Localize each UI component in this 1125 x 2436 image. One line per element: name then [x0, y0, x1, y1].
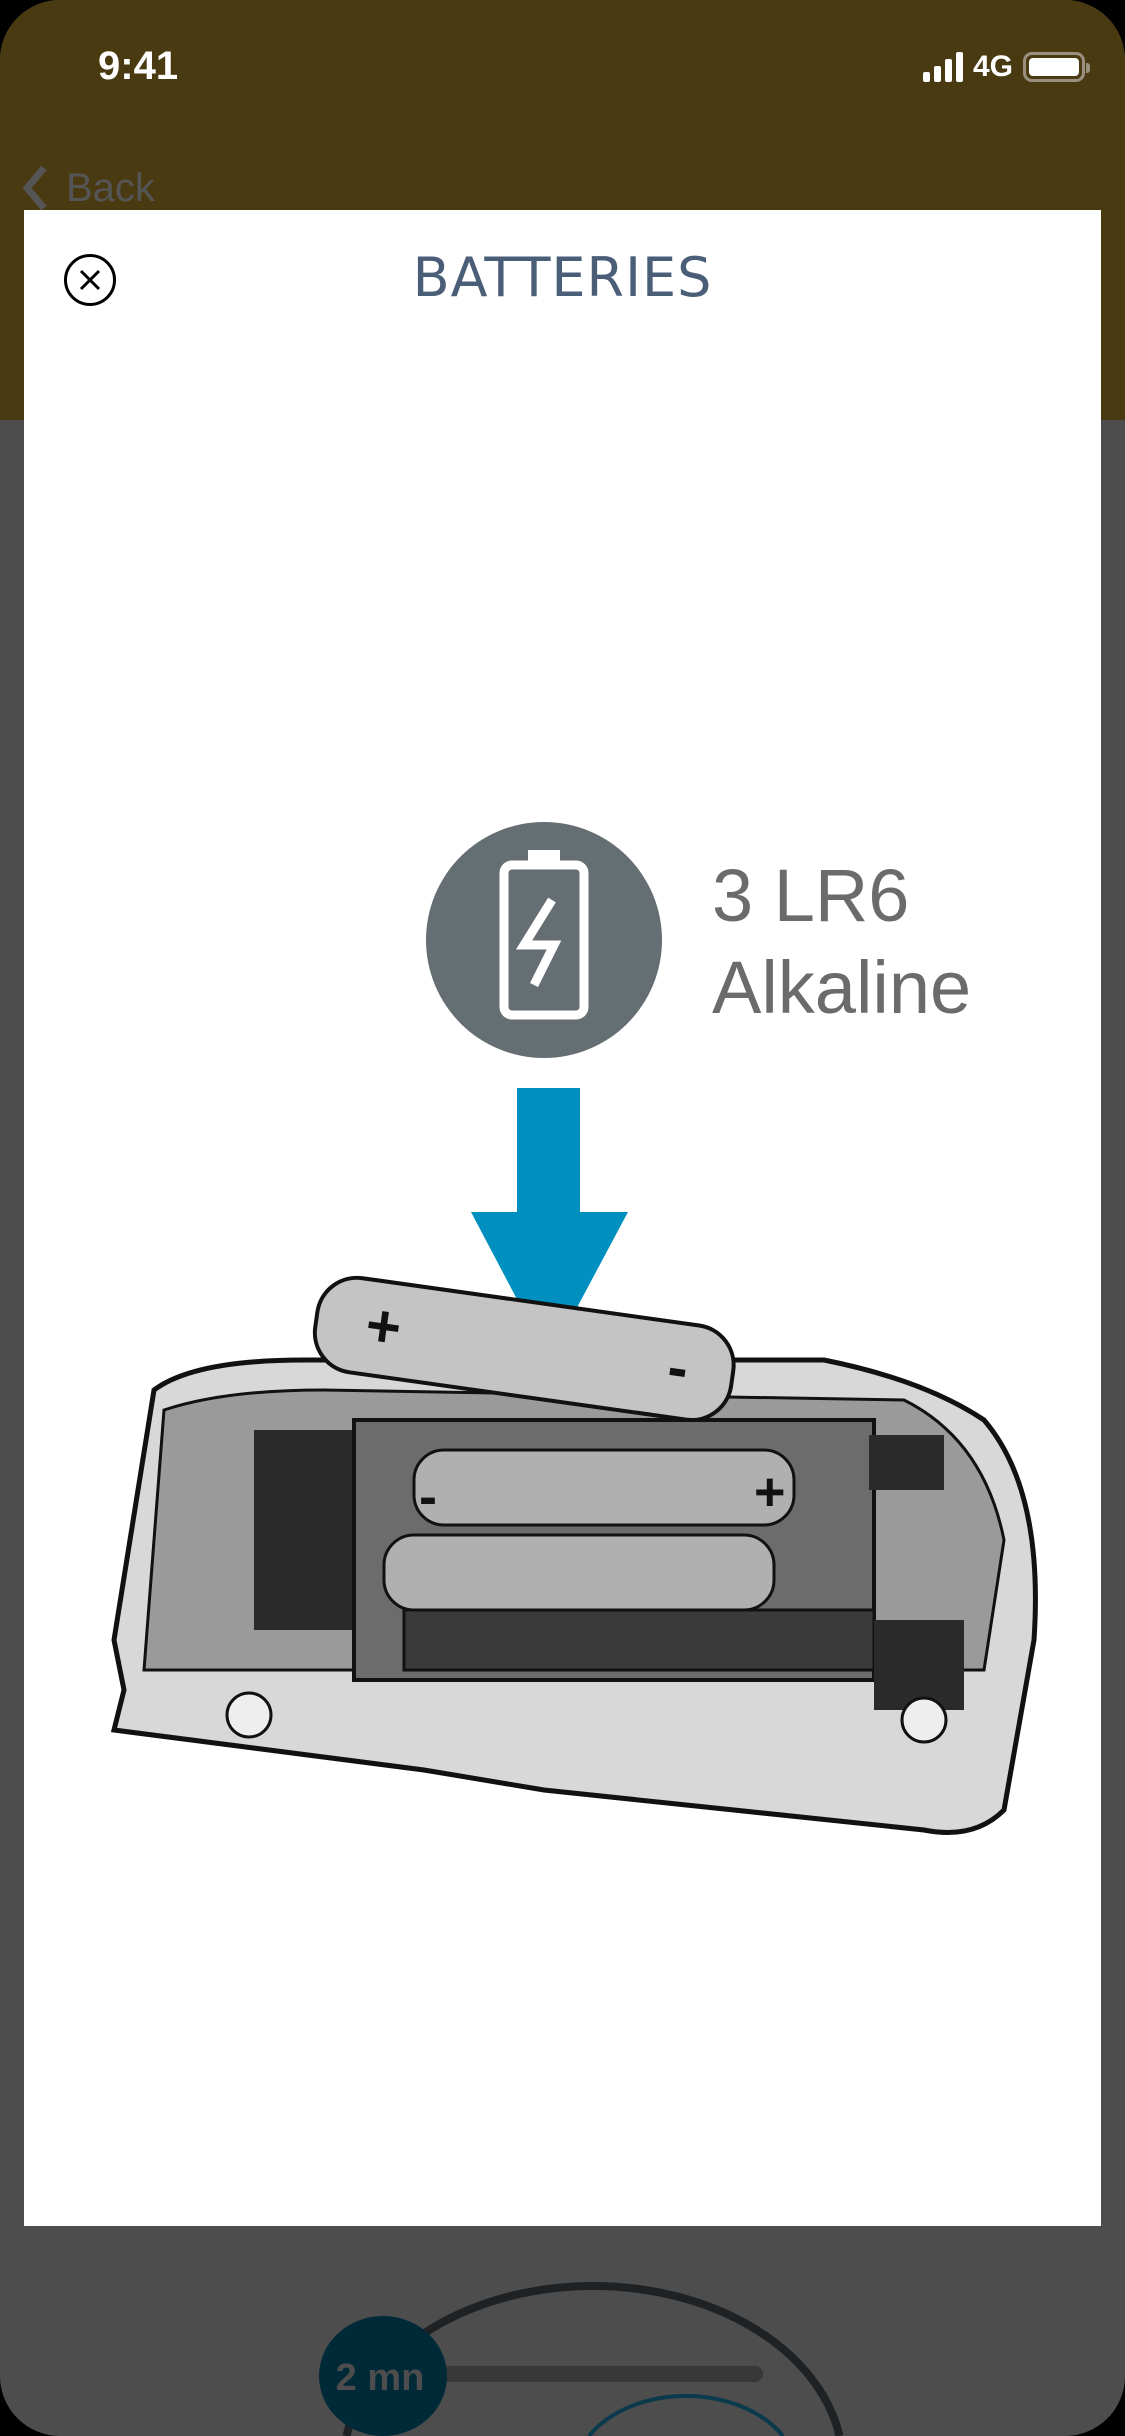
close-icon [79, 269, 101, 291]
back-button[interactable]: Back [22, 165, 155, 211]
close-button[interactable] [64, 254, 116, 306]
battery-icon [1023, 52, 1090, 82]
insert-arrow-icon [471, 1088, 628, 1360]
svg-text:+: + [754, 1462, 786, 1522]
signal-icon [922, 52, 963, 82]
battery-spec-type: Alkaline [712, 946, 972, 1029]
network-label: 4G [972, 50, 1013, 83]
battery-spec-count: 3 LR6 [712, 854, 910, 937]
background-illustration: 2 mn [319, 2282, 844, 2436]
battery-installation-illustration: + - - + [110, 822, 1038, 1835]
chevron-left-icon [22, 165, 47, 211]
timer-badge-label: 2 mn [336, 2357, 425, 2399]
back-label: Back [66, 165, 155, 210]
device-battery-compartment: + - - + [110, 1275, 1038, 1835]
modal-title: BATTERIES [412, 246, 713, 309]
battery-charge-icon [426, 822, 662, 1058]
status-icons: 4G [922, 50, 1090, 84]
battery-spec: 3 LR6 Alkaline [712, 850, 971, 1034]
status-time: 9:41 [98, 44, 179, 88]
batteries-modal: + - - + BATTERIES 3 LR6 Alkaline [24, 210, 1101, 2226]
timer-badge [319, 2316, 447, 2436]
svg-text:-: - [419, 1467, 437, 1527]
